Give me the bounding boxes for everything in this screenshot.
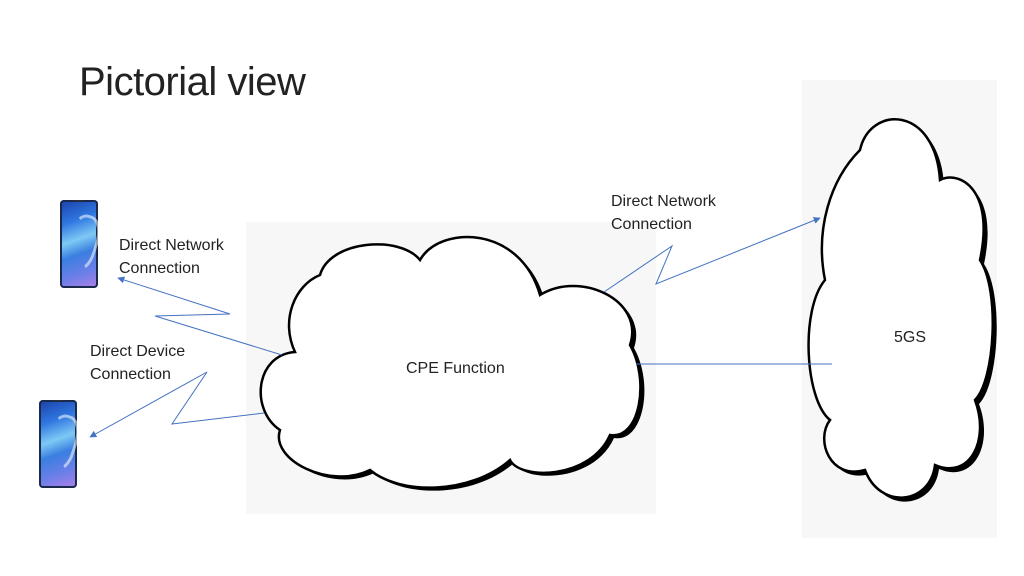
label-line: Connection — [90, 366, 171, 383]
label-line: Connection — [611, 216, 692, 233]
label-line: Connection — [119, 260, 200, 277]
cpe-function-label: CPE Function — [406, 360, 505, 377]
cpe-cloud — [259, 235, 645, 491]
network-connection-label-top: Direct Network Connection — [611, 190, 716, 236]
label-line: Direct Device — [90, 343, 186, 360]
device-connection-label: Direct Device Connection — [90, 340, 185, 386]
device-link-left — [89, 371, 265, 438]
core-5gs-label: 5GS — [894, 329, 927, 346]
network-connection-label-left: Direct Network Connection — [119, 234, 224, 280]
slide-title: Pictorial view — [79, 60, 306, 104]
core-cloud — [807, 118, 997, 502]
network-link-top — [603, 217, 821, 293]
network-link-left — [117, 276, 283, 356]
smartphone-icon — [39, 400, 77, 488]
label-line: Direct Network — [119, 237, 224, 254]
smartphone-icon — [60, 200, 98, 288]
label-line: Direct Network — [611, 193, 716, 210]
